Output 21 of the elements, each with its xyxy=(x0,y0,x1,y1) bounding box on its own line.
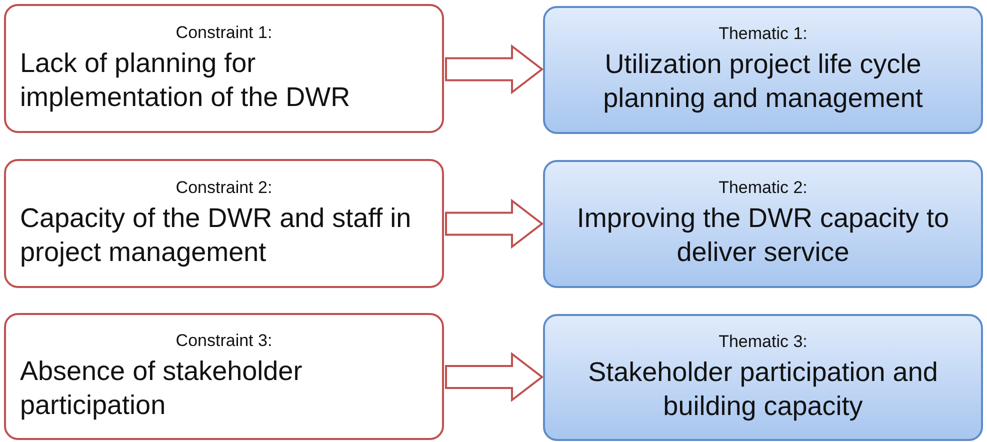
block-arrow xyxy=(445,44,544,94)
box-text: Improving the DWR capacity to deliver service xyxy=(576,202,950,270)
box-heading: Thematic 3: xyxy=(718,332,808,352)
block-arrow xyxy=(445,352,544,402)
box-heading: Thematic 1: xyxy=(718,24,808,44)
thematic-box xyxy=(543,6,983,134)
box-heading: Thematic 2: xyxy=(718,178,808,198)
constraint-box xyxy=(4,159,444,288)
block-arrow xyxy=(445,198,544,249)
constraint-box xyxy=(4,4,444,133)
box-text: Capacity of the DWR and staff in project management xyxy=(20,202,412,269)
constraint-box xyxy=(4,313,444,440)
box-heading: Constraint 2: xyxy=(174,178,274,198)
box-text: Utilization project life cycle planning and management xyxy=(602,48,924,116)
box-text: Stakeholder participation and building capacity xyxy=(587,356,939,423)
box-text: Lack of planning for implementation of the DWR xyxy=(20,46,352,114)
thematic-box xyxy=(543,314,983,441)
box-heading: Constraint 3: xyxy=(174,330,274,351)
thematic-box xyxy=(543,160,983,288)
box-heading: Constraint 1: xyxy=(174,22,274,43)
box-text: Absence of stakeholder participation xyxy=(20,354,304,422)
